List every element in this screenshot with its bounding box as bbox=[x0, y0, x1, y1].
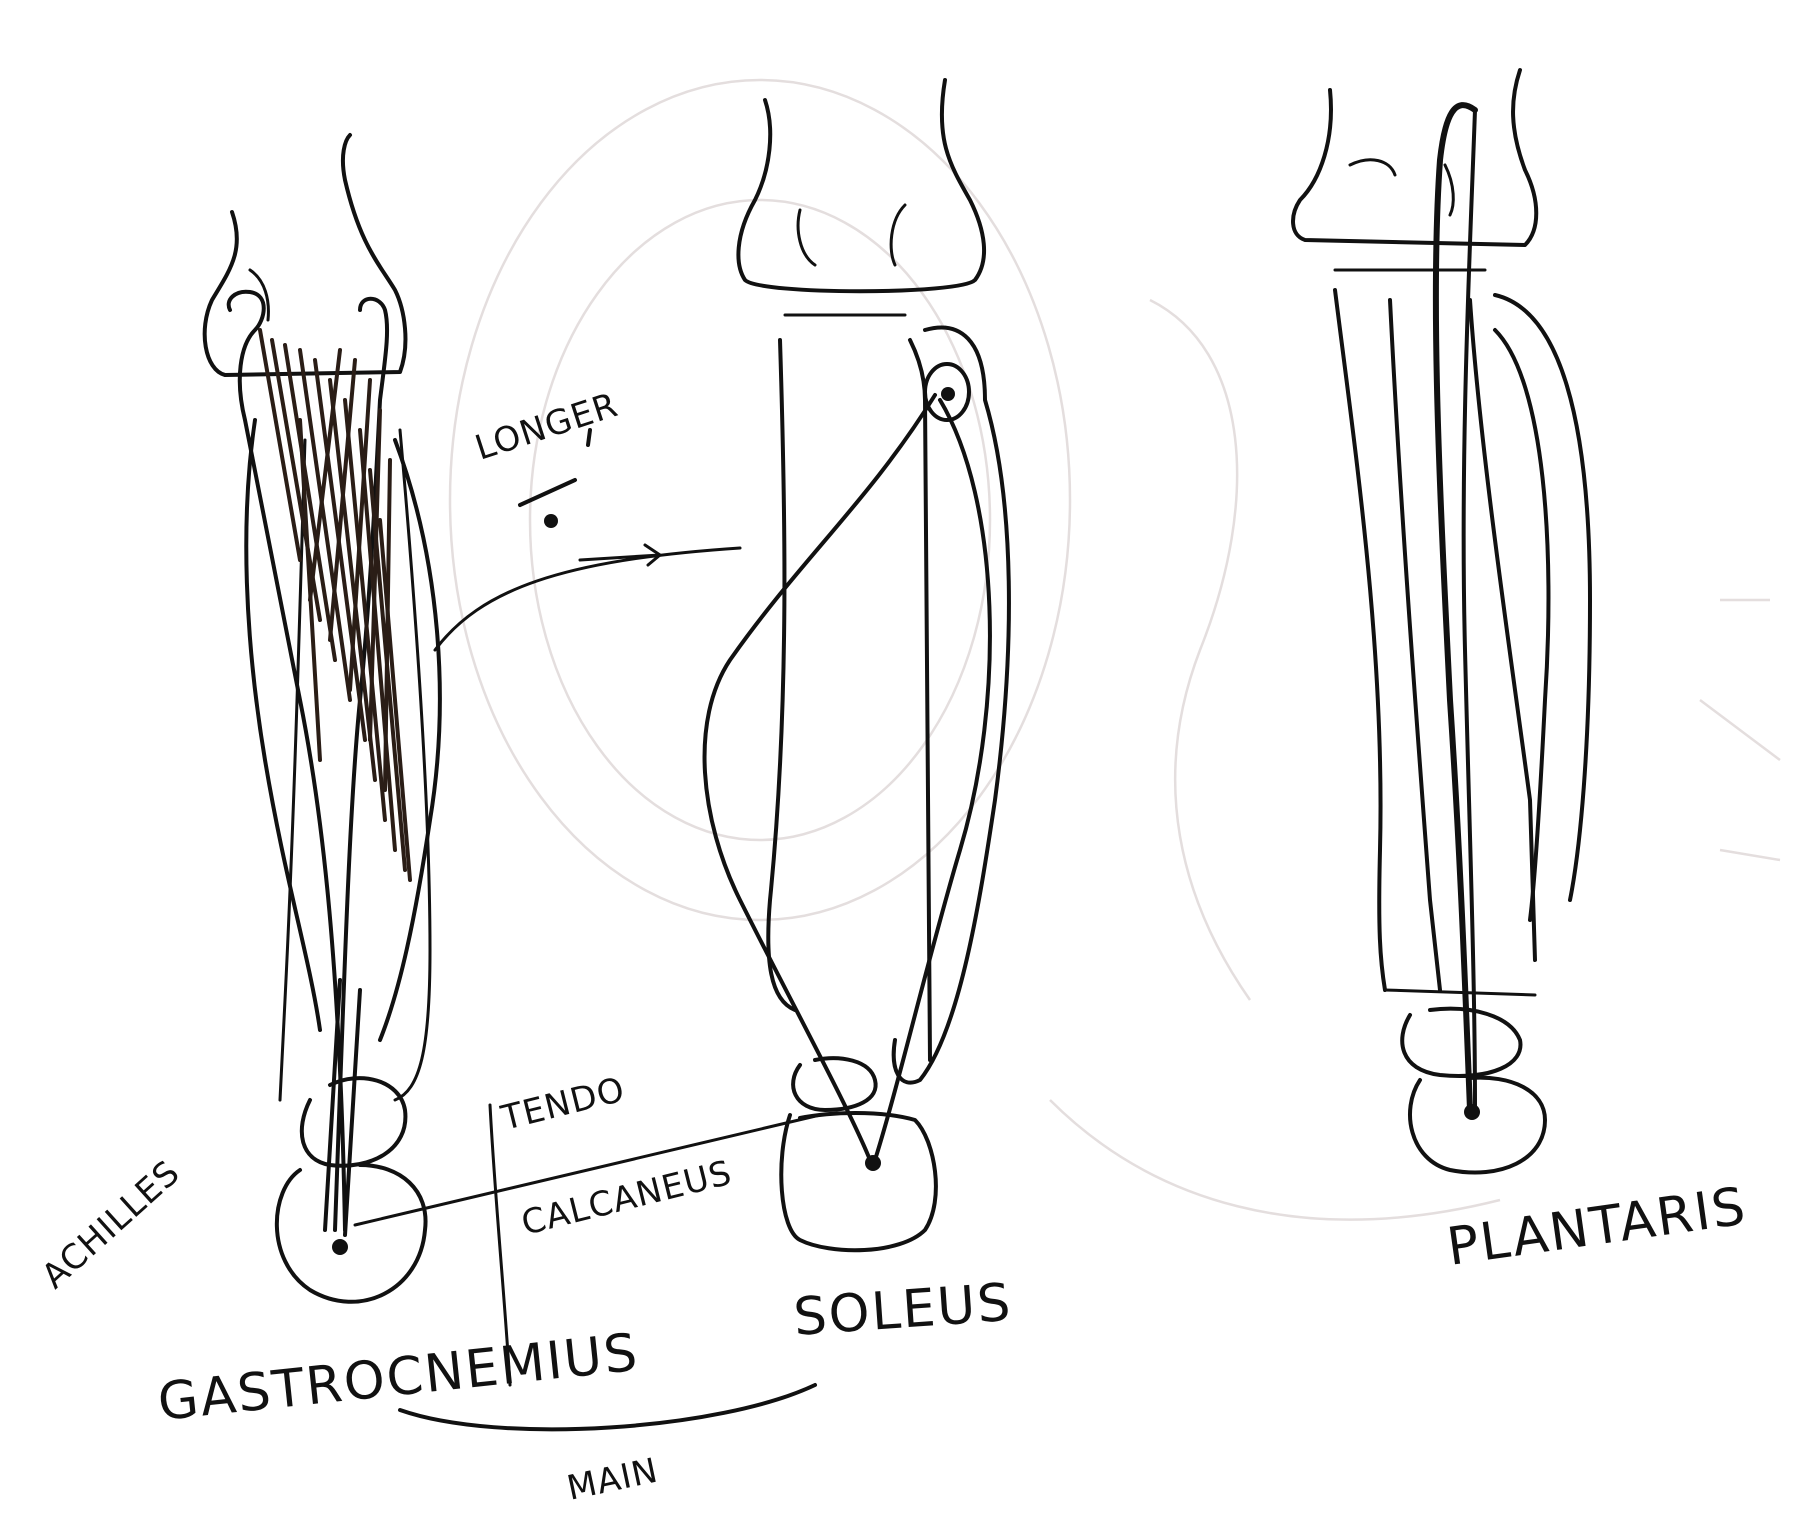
femur-notch-middle-1 bbox=[798, 210, 815, 265]
comparison-arrow bbox=[435, 548, 740, 650]
plantaris-figure bbox=[1293, 70, 1590, 1173]
femur-notch-right-1 bbox=[1350, 160, 1395, 175]
soleus-belly bbox=[705, 395, 935, 1160]
label-tendo: TENDO bbox=[497, 1070, 630, 1139]
fibula-right-3 bbox=[1495, 330, 1548, 920]
fibula-right bbox=[1470, 300, 1535, 960]
femur-outline-right bbox=[1293, 70, 1536, 245]
femur-notch-middle-2 bbox=[891, 205, 905, 265]
label-achilles: ACHILLES bbox=[34, 1153, 188, 1297]
femur-outline-left bbox=[205, 135, 406, 375]
label-soleus: SOLEUS bbox=[792, 1273, 1014, 1348]
label-plantaris: PLANTARIS bbox=[1443, 1176, 1750, 1277]
tibia-left bbox=[280, 440, 305, 1100]
calf-outline-medial bbox=[246, 420, 320, 1030]
fibula-middle bbox=[910, 340, 930, 1060]
label-main: MAIN bbox=[564, 1451, 662, 1509]
femur-notch-right-2 bbox=[1445, 165, 1453, 215]
gastrocnemius-figure bbox=[205, 135, 440, 1302]
label-gastrocnemius: GASTROCNEMIUS bbox=[155, 1323, 642, 1433]
insertion-point-left bbox=[332, 1239, 348, 1255]
longer-dot bbox=[544, 514, 558, 528]
longer-underline bbox=[520, 480, 575, 505]
fibula-outline-middle bbox=[894, 328, 1009, 1083]
insertion-point-right bbox=[1464, 1104, 1480, 1120]
tibia-right bbox=[1335, 290, 1385, 990]
talus-right bbox=[1402, 1009, 1520, 1076]
background-ghost-sketch bbox=[450, 80, 1780, 1220]
fibula-right-2 bbox=[1495, 295, 1590, 900]
tibia-right-2 bbox=[1390, 300, 1440, 990]
label-calcaneus: CALCANEUS bbox=[518, 1153, 737, 1244]
soleus-figure bbox=[705, 80, 1009, 1250]
annotations bbox=[355, 430, 820, 1429]
achilles-tendon-left-2 bbox=[345, 990, 360, 1235]
tibia-middle bbox=[768, 340, 795, 1010]
muscle-fiber bbox=[385, 460, 390, 790]
calcaneus-right bbox=[1410, 1078, 1545, 1173]
fibular-head-center bbox=[941, 387, 955, 401]
calcaneus-left bbox=[277, 1165, 426, 1302]
shaft-bottom-right bbox=[1385, 990, 1535, 995]
insertion-point-middle bbox=[865, 1155, 881, 1171]
labels: LONGER TENDO CALCANEUS ACHILLES GASTROCN… bbox=[34, 385, 1750, 1509]
femur-outline-middle bbox=[738, 80, 984, 291]
